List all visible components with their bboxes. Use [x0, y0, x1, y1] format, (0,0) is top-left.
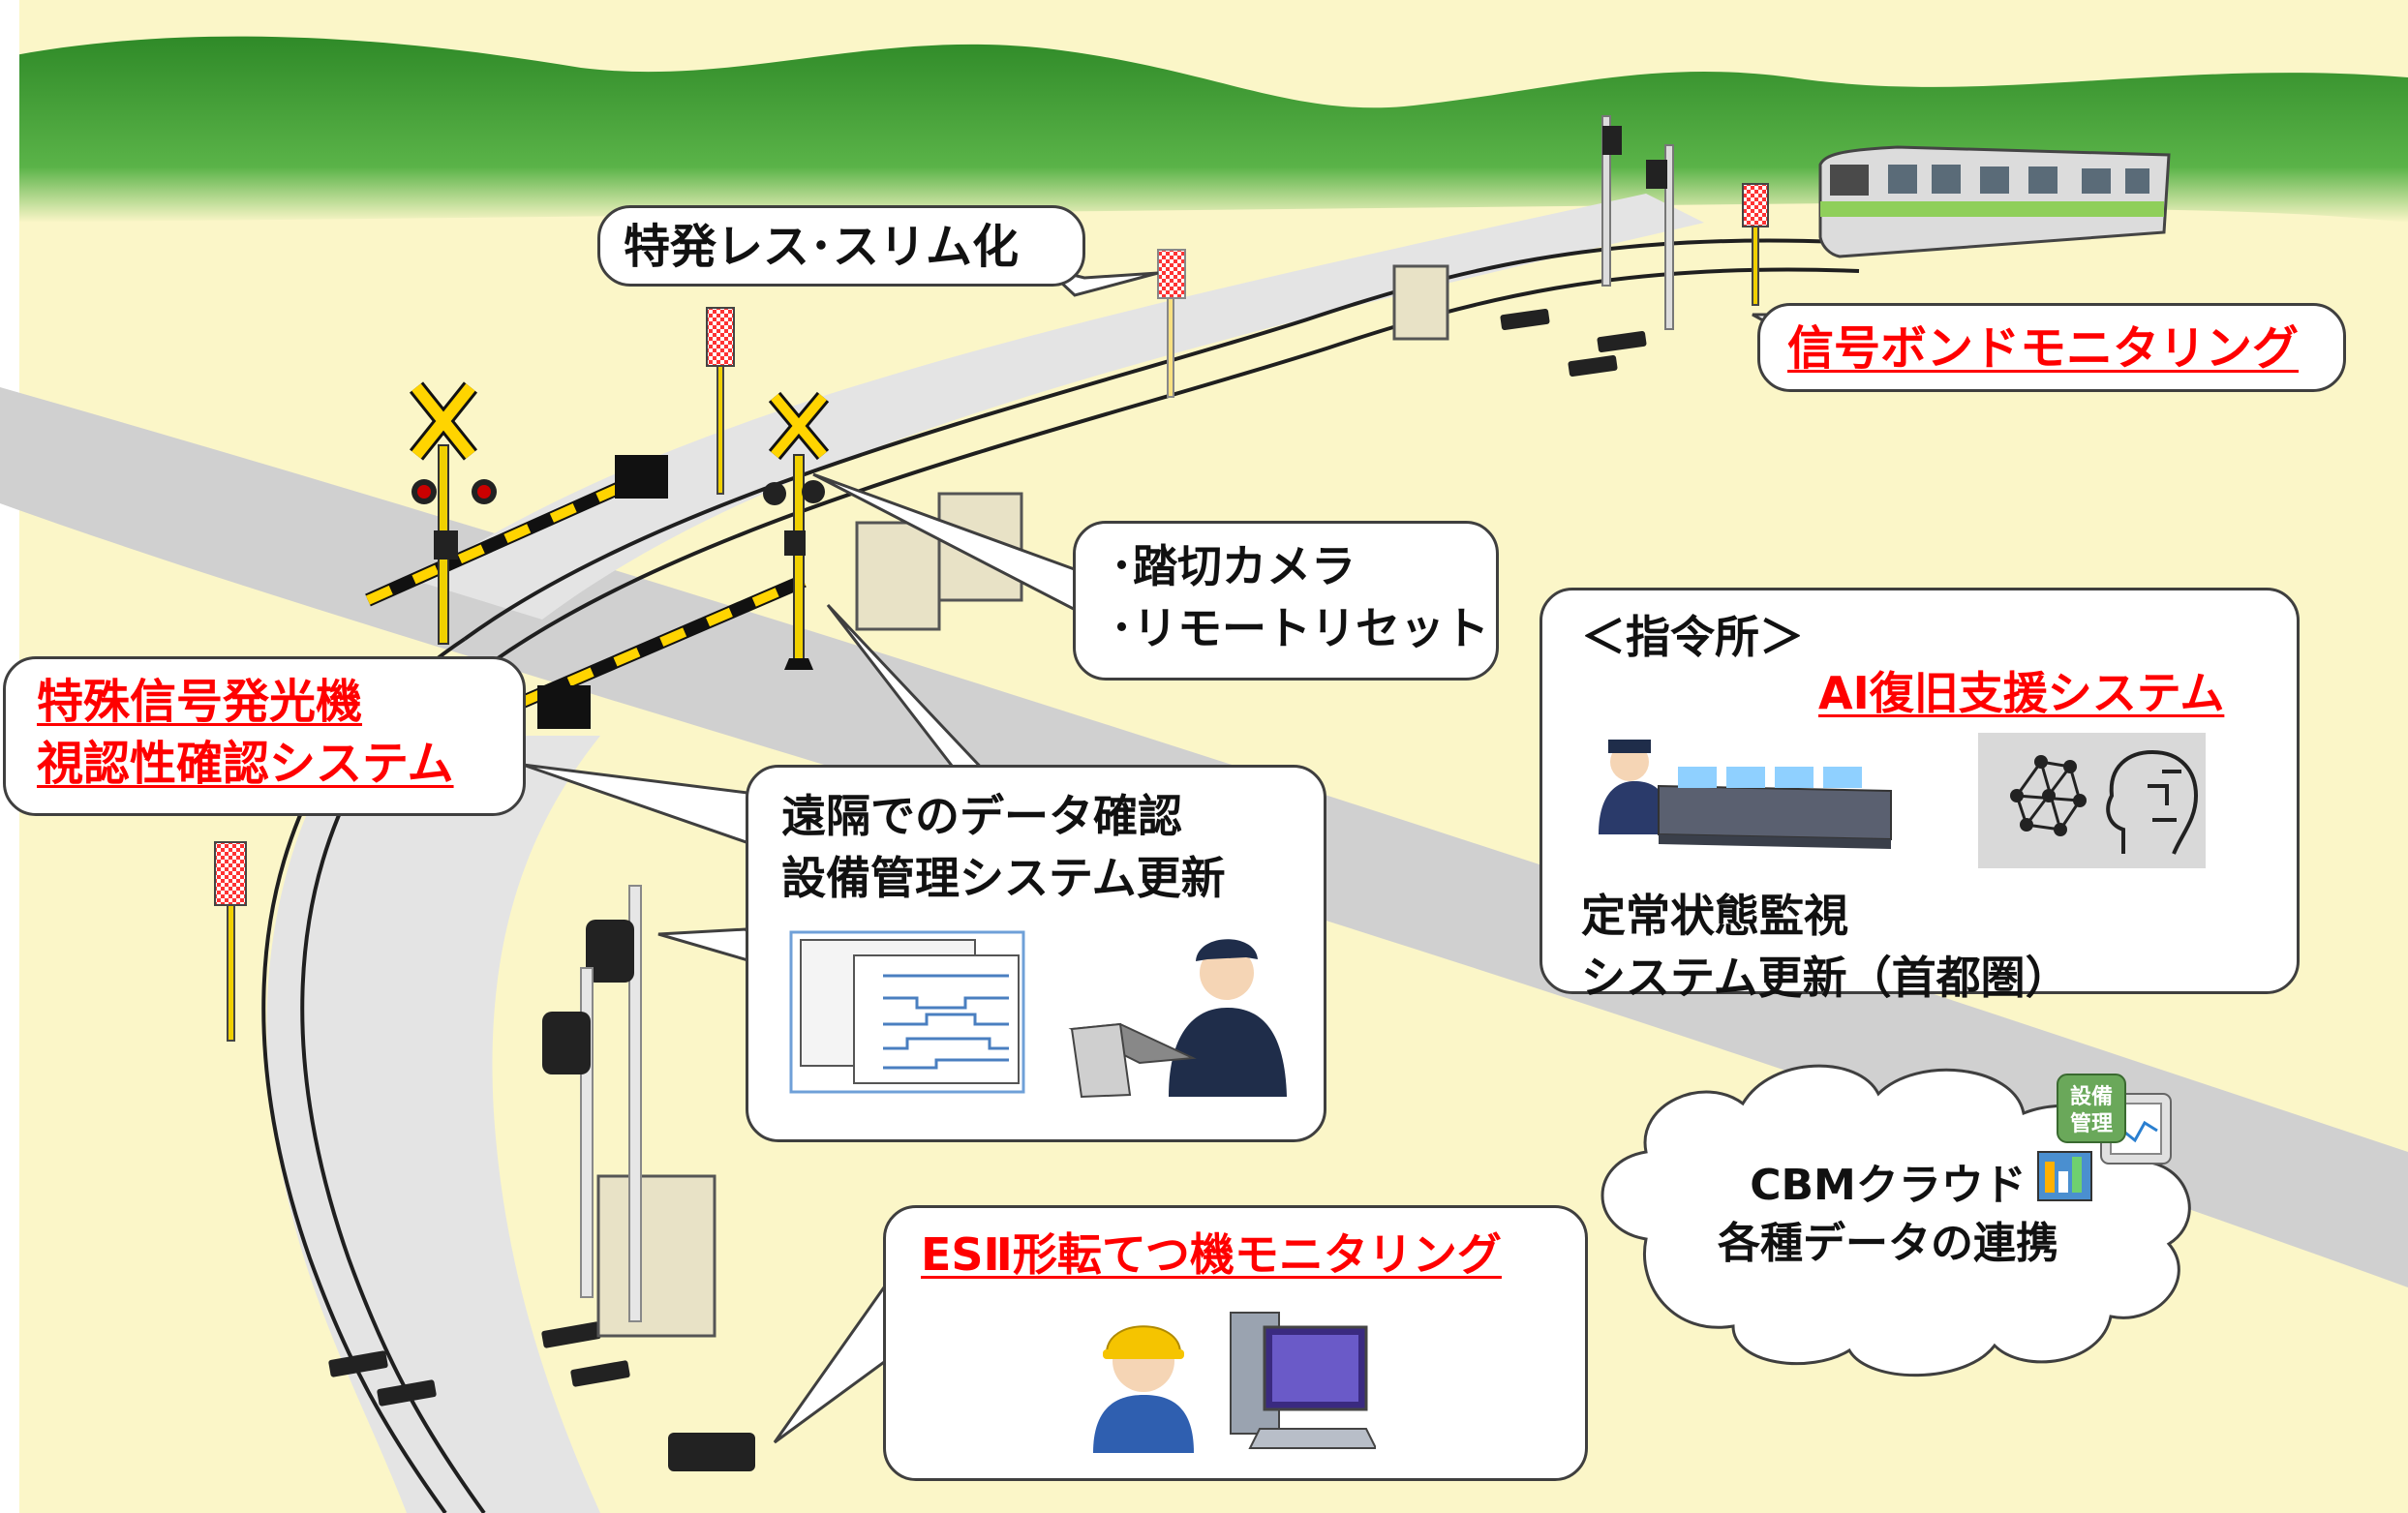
railway-train-icon: [1818, 145, 2171, 258]
crossing-signal-icon: [409, 381, 497, 645]
label-ai-recovery: AI復旧支援システム: [1818, 667, 2225, 719]
callout-remote-data: 遠隔でのデータ確認 設備管理システム更新: [746, 765, 1326, 1142]
label-data-integration: 各種データの連携: [1718, 1219, 2058, 1268]
label-equipment-system: 設備管理システム更新: [781, 852, 1226, 904]
dashboard-icon: 設備 管理: [2037, 1074, 2172, 1201]
label-bond-monitoring: 信号ボンドモニタリング: [1787, 321, 2300, 376]
callout-slim: 特発レス･スリム化: [597, 205, 1085, 287]
callout-es2-monitoring: ESⅡ形転てつ機モニタリング: [883, 1205, 1588, 1481]
ai-head-icon: [2106, 749, 2199, 855]
badge-line-2: 管理: [2070, 1111, 2113, 1136]
remote-illustration: [789, 930, 1287, 1099]
worker-helmet-icon: [1093, 1325, 1194, 1453]
label-es2-monitoring: ESⅡ形転てつ機モニタリング: [921, 1228, 1502, 1281]
waveform-monitor-icon: [789, 930, 1025, 1094]
callout-bond-monitoring: 信号ボンドモニタリング: [1757, 303, 2346, 392]
callout-crossing-camera: ･踏切カメラ ･リモートリセット: [1073, 521, 1499, 681]
label-special-signal: 特殊信号発光機: [37, 675, 363, 729]
cloud-label: CBMクラウド 各種データの連携: [1685, 1157, 2091, 1273]
special-signal-posts: [214, 183, 1769, 1042]
embankment: [266, 736, 600, 1513]
signal-poles: [542, 115, 1674, 1322]
label-cbm-cloud: CBMクラウド: [1750, 1161, 2027, 1210]
engineer-laptop-icon: [1068, 939, 1287, 1099]
crossing-signal-icon: [763, 391, 830, 670]
label-slim: 特発レス･スリム化: [624, 220, 1020, 274]
badge-line-1: 設備: [2070, 1084, 2113, 1109]
track-ties: [328, 308, 1647, 1471]
callout-command-center: ＜指令所＞ AI復旧支援システム: [1539, 588, 2300, 1004]
desktop-computer-icon: [1230, 1312, 1376, 1449]
crossing-barriers: [365, 455, 807, 729]
label-remote-reset: ･リモートリセット: [1111, 602, 1489, 654]
cloud-icon: [1600, 1064, 2191, 1377]
label-visibility-check: 視認性確認システム: [37, 737, 454, 791]
callout-special-signal: 特殊信号発光機 視認性確認システム: [3, 656, 526, 816]
hills: [0, 36, 2408, 223]
operator-desk-icon: [1599, 740, 1892, 849]
command-illustration: [1599, 733, 2206, 868]
ai-network-icon: [1978, 733, 2206, 868]
label-steady-state: 定常状態監視: [1581, 890, 1848, 942]
label-command-header: ＜指令所＞: [1581, 611, 1804, 663]
label-remote-data: 遠隔でのデータ確認: [781, 790, 1182, 842]
label-system-update: システム更新（首都圏）: [1581, 952, 2070, 1004]
label-crossing-camera: ･踏切カメラ: [1111, 540, 1356, 592]
es2-illustration: [1093, 1312, 1376, 1453]
